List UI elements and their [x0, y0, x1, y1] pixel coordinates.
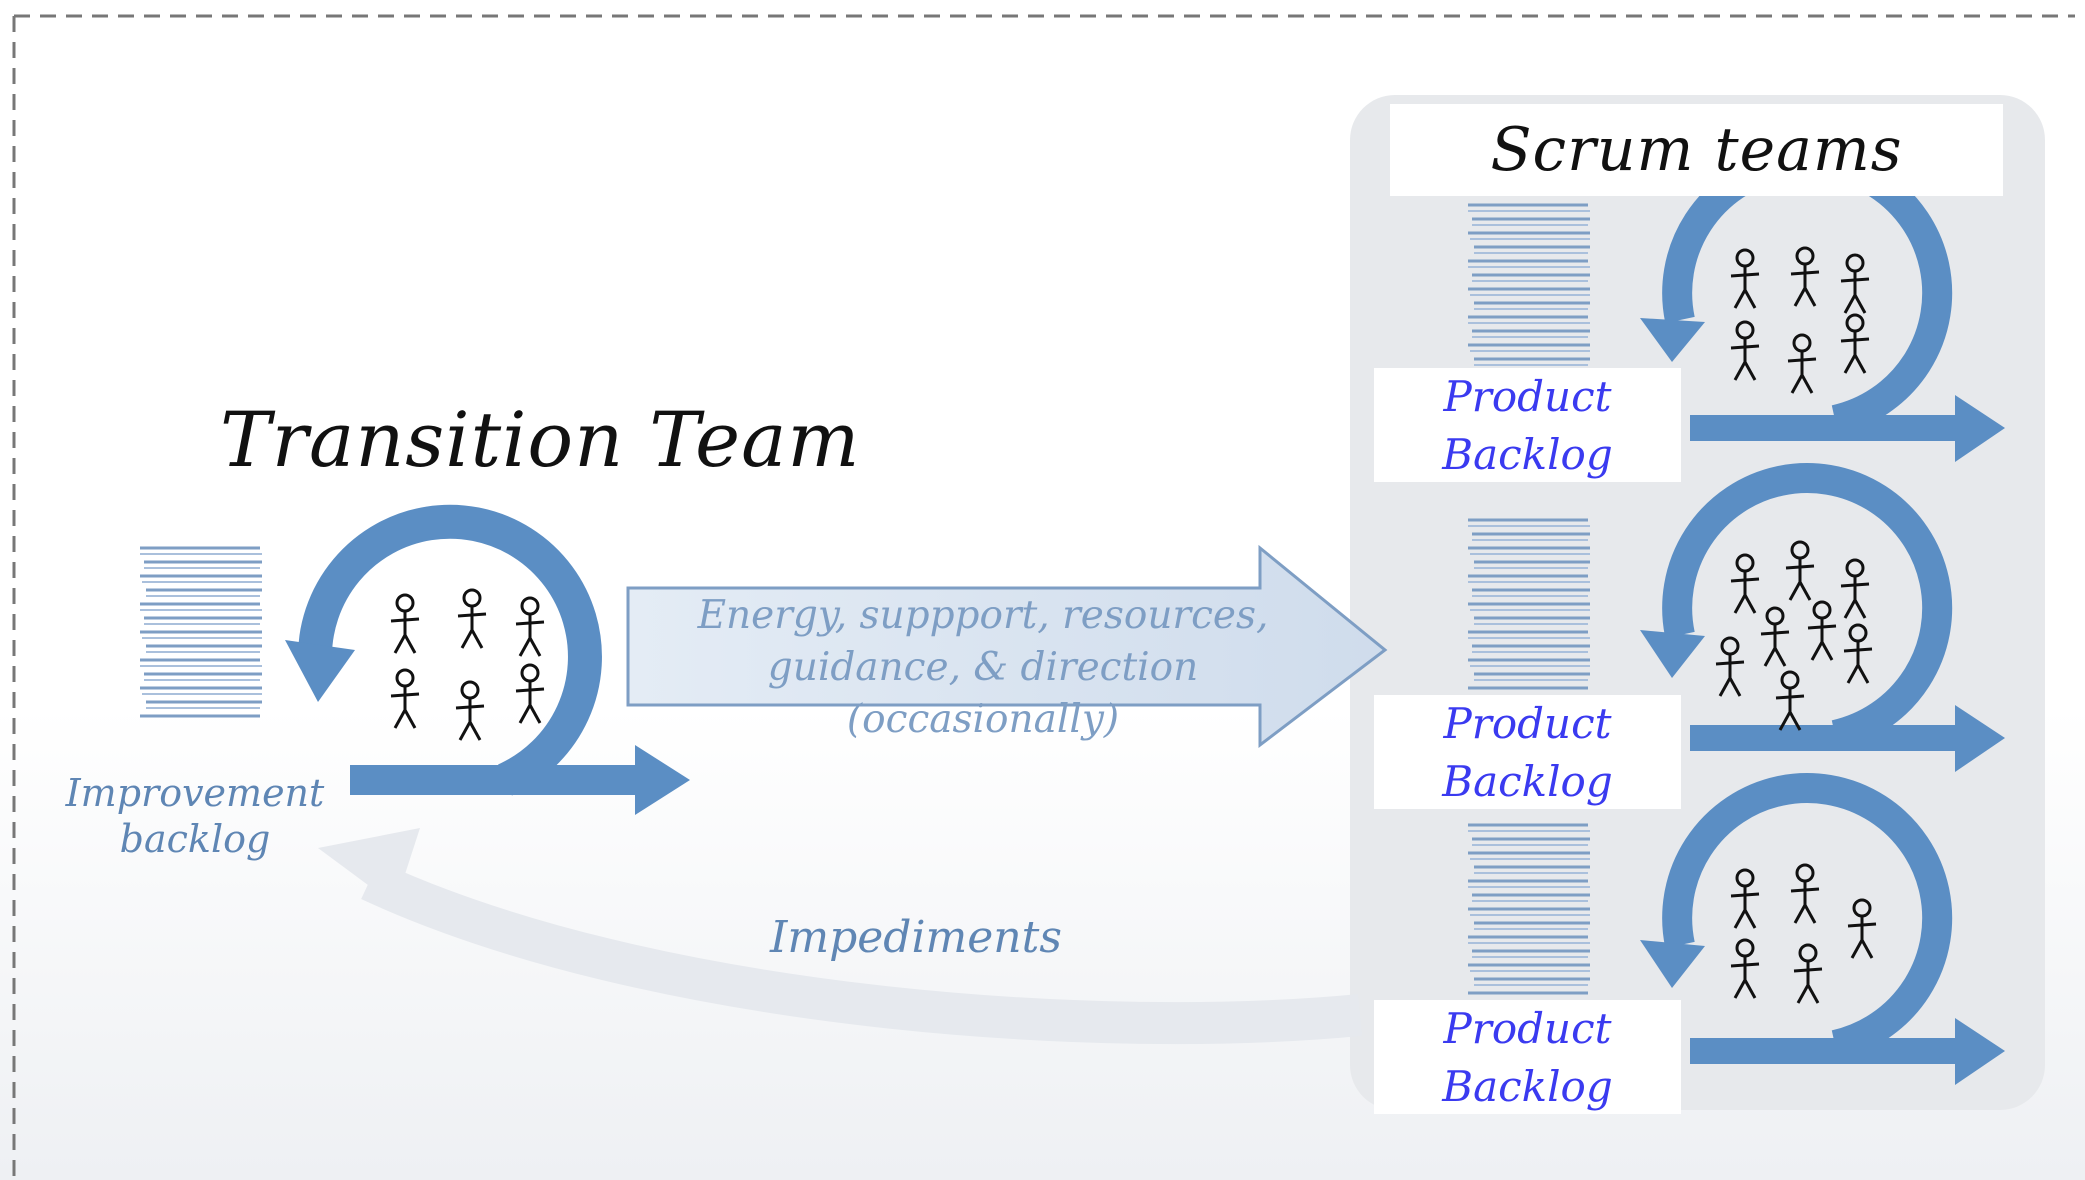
product-backlog-label-1-line1: Product	[1443, 372, 1612, 421]
improvement-backlog-label-line1: Improvement	[65, 771, 325, 815]
dashed-border	[12, 14, 2075, 1178]
product-backlog-label-2-line2: Backlog	[1442, 757, 1613, 806]
transition-team-cycle	[285, 504, 690, 815]
scrum-team-3-cycle	[1640, 773, 2005, 1085]
product-backlog-label-1-line2: Backlog	[1442, 430, 1613, 479]
support-arrow-label: Energy, suppport, resources, guidance, &…	[628, 590, 1338, 746]
impediments-arrow-body	[361, 860, 1363, 1045]
product-backlog-label-3: Product Backlog	[1374, 1000, 1681, 1114]
impediments-arrow-head	[318, 828, 420, 905]
impediments-label: Impediments	[770, 912, 1062, 963]
scrum-teams-title: Scrum teams	[1390, 104, 2003, 196]
improvement-backlog-label: Improvement backlog	[55, 770, 335, 862]
transition-team-title: Transition Team	[220, 395, 861, 484]
product-backlog-label-3-line1: Product	[1443, 1004, 1612, 1053]
scrum-teams-title-text: Scrum teams	[1490, 115, 1903, 185]
support-arrow	[626, 544, 1388, 749]
product-backlog-label-2: Product Backlog	[1374, 695, 1681, 809]
support-arrow-label-line2: guidance, & direction (occasionally)	[767, 645, 1199, 742]
scrum-team-2-cycle	[1640, 463, 2005, 772]
support-arrow-label-line1: Energy, suppport, resources,	[697, 593, 1269, 638]
product-backlog-label-2-line1: Product	[1443, 699, 1612, 748]
scrum-teams-panel	[1350, 95, 2045, 1110]
improvement-backlog-label-line2: backlog	[119, 817, 271, 861]
product-backlog-label-3-line2: Backlog	[1442, 1062, 1613, 1111]
product-backlog-label-1: Product Backlog	[1374, 368, 1681, 482]
